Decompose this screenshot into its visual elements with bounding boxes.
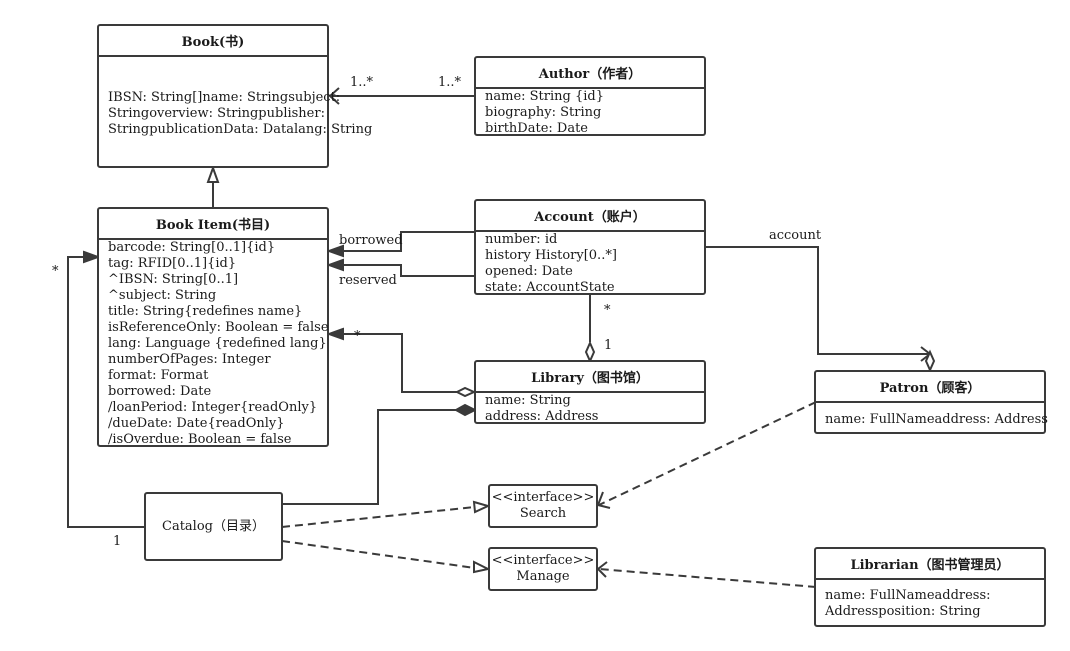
book-item-attr: ^IBSN: String[0..1] (108, 272, 239, 287)
borrowed-label: borrowed (339, 233, 403, 248)
author-book-arrowhead (328, 87, 340, 105)
bookitem-multiplicity: * (354, 329, 361, 344)
patron-class-title: Patron（顾客） (816, 372, 1044, 403)
author-attr: biography: String (485, 105, 602, 120)
patron-search-dependency (598, 401, 817, 506)
catalog-bookitem-arrowhead (83, 250, 101, 264)
account-class[interactable]: Account（账户） number: id history History[0… (474, 199, 706, 295)
account-label: account (769, 228, 822, 243)
manage-stereotype: <<interface>> (491, 553, 595, 568)
catalog-library-composition (282, 409, 457, 505)
library-multiplicity: 1 (604, 338, 613, 353)
book-item-attr: borrowed: Date (108, 384, 212, 399)
book-item-attr: /isOverdue: Boolean = false (108, 432, 292, 447)
librarian-attr: name: FullNameaddress: (825, 588, 991, 603)
borrowed-arrowhead (326, 244, 344, 258)
patron-attr: name: FullNameaddress: Address (825, 412, 1048, 427)
book-item-attr: format: Format (108, 368, 209, 383)
catalog-bookitem-line (67, 256, 145, 528)
composition-diamond (453, 403, 478, 417)
catalog-bookitem-multiplicity: * (52, 264, 59, 279)
author-class-attrs: name: String {id} biography: String birt… (476, 89, 704, 137)
book-item-class-attrs: barcode: String[0..1]{id} tag: RFID[0..1… (99, 240, 329, 448)
account-class-attrs: number: id history History[0..*] opened:… (476, 232, 704, 296)
catalog-label: Catalog（目录） (162, 518, 265, 534)
account-patron-line (706, 246, 930, 355)
librarian-class-title: Librarian（图书管理员） (816, 549, 1044, 580)
librarian-class[interactable]: Librarian（图书管理员） name: FullNameaddress: … (814, 547, 1046, 627)
catalog-search-realization (281, 506, 476, 528)
book-item-class[interactable]: Book Item(书目) barcode: String[0..1]{id} … (97, 207, 329, 447)
reserved-arrowhead (326, 258, 344, 272)
librarian-class-attrs: name: FullNameaddress: Addressposition: … (816, 580, 1044, 620)
book-attr: Stringoverview: Stringpublisher: (108, 106, 325, 121)
manage-realization-arrowhead (473, 560, 491, 574)
book-item-attr: tag: RFID[0..1]{id} (108, 256, 237, 271)
author-class[interactable]: Author（作者） name: String {id} biography: … (474, 56, 706, 136)
catalog-multiplicity: 1 (113, 534, 122, 549)
author-attr: birthDate: Date (485, 121, 588, 136)
book-item-attr: /dueDate: Date{readOnly} (108, 416, 285, 431)
bookitem-arrowhead (326, 327, 344, 341)
manage-dependency-arrowhead (596, 561, 608, 578)
patron-class[interactable]: Patron（顾客） name: FullNameaddress: Addres… (814, 370, 1048, 434)
book-item-attr: isReferenceOnly: Boolean = false (108, 320, 329, 335)
library-attr: address: Address (485, 409, 599, 424)
library-attr: name: String (485, 393, 571, 408)
search-interface[interactable]: <<interface>> Search (488, 484, 598, 528)
account-attr: state: AccountState (485, 280, 615, 295)
account-multiplicity: * (604, 303, 611, 318)
book-item-attr: ^subject: String (108, 288, 217, 303)
author-multiplicity: 1..* (438, 75, 462, 90)
aggregation-diamond (584, 340, 596, 364)
book-item-attr: /loanPeriod: Integer{readOnly} (108, 400, 318, 415)
library-class[interactable]: Library（图书馆） name: String address: Addre… (474, 360, 706, 424)
generalization-arrowhead (206, 165, 220, 183)
librarian-attr: Addressposition: String (825, 604, 981, 619)
account-attr: history History[0..*] (485, 248, 617, 263)
book-item-class-title: Book Item(书目) (99, 209, 327, 240)
account-borrowed-line (342, 231, 475, 252)
book-item-attr: title: String{redefines name} (108, 304, 303, 319)
book-attr: IBSN: String[]name: Stringsubject: (108, 90, 341, 105)
author-attr: name: String {id} (485, 89, 605, 104)
book-item-attr: barcode: String[0..1]{id} (108, 240, 276, 255)
author-class-title: Author（作者） (476, 58, 704, 89)
reserved-label: reserved (339, 273, 397, 288)
book-attr: StringpublicationData: Datalang: String (108, 122, 373, 137)
book-item-attr: lang: Language {redefined lang} (108, 336, 327, 351)
library-class-title: Library（图书馆） (476, 362, 704, 393)
book-item-attr: numberOfPages: Integer (108, 352, 271, 367)
catalog-box[interactable]: Catalog（目录） (144, 492, 283, 561)
search-name: Search (519, 506, 567, 521)
manage-name: Manage (516, 569, 570, 584)
account-attr: number: id (485, 232, 558, 247)
account-attr: opened: Date (485, 264, 573, 279)
librarian-manage-dependency (598, 568, 817, 588)
library-bookitem-aggregation (342, 333, 457, 393)
account-reserved-line (342, 264, 475, 277)
book-class-attrs: IBSN: String[]name: Stringsubject: Strin… (99, 57, 373, 138)
catalog-manage-realization (281, 540, 476, 569)
book-class-title: Book(书) (99, 26, 327, 57)
patron-class-attrs: name: FullNameaddress: Address (816, 403, 1048, 428)
library-aggregation-diamond (454, 386, 477, 398)
manage-interface[interactable]: <<interface>> Manage (488, 547, 598, 591)
search-dependency-arrowhead (596, 491, 611, 509)
book-multiplicity: 1..* (350, 75, 374, 90)
account-class-title: Account（账户） (476, 201, 704, 232)
search-realization-arrowhead (472, 500, 491, 514)
book-class[interactable]: Book(书) IBSN: String[]name: Stringsubjec… (97, 24, 373, 168)
library-class-attrs: name: String address: Address (476, 393, 704, 425)
search-stereotype: <<interface>> (491, 490, 595, 505)
